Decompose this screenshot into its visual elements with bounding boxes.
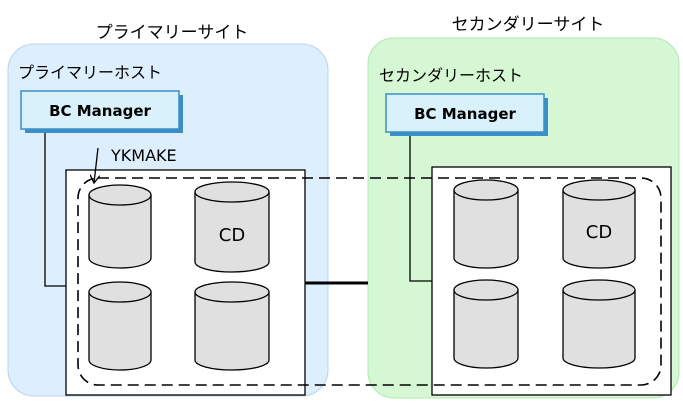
secondary-bc-manager-box: BC Manager: [385, 93, 548, 136]
ykmake-arrow: [94, 147, 98, 183]
primary-host-connection: [44, 133, 66, 287]
secondary-host-connection: [409, 136, 432, 282]
secondary-bc-manager-label: BC Manager: [414, 105, 516, 123]
primary-cd-label: CD: [219, 225, 245, 246]
secondary-site-title: セカンダリーサイト: [452, 15, 605, 35]
secondary-volume-top-right: CD: [562, 179, 636, 269]
primary-site-title: プライマリーサイト: [96, 23, 249, 43]
primary-bc-manager-label: BC Manager: [49, 102, 151, 120]
primary-volume-bottom-left: [88, 281, 152, 371]
secondary-volume-bottom-left: [453, 279, 519, 369]
secondary-host-title: セカンダリーホスト: [379, 66, 523, 85]
primary-bc-manager-box: BC Manager: [20, 90, 183, 133]
primary-volume-bottom-right: [194, 281, 270, 371]
copy-group-outline: [77, 177, 662, 386]
primary-volume-top-right: CD: [194, 181, 270, 273]
secondary-cd-label: CD: [586, 222, 612, 243]
primary-host-title: プライマリーホスト: [18, 63, 162, 82]
ykmake-command-label: YKMAKE: [110, 146, 177, 165]
secondary-volume-bottom-right: [562, 279, 636, 369]
primary-volume-top-left: [88, 184, 152, 269]
secondary-volume-top-left: [453, 179, 519, 269]
